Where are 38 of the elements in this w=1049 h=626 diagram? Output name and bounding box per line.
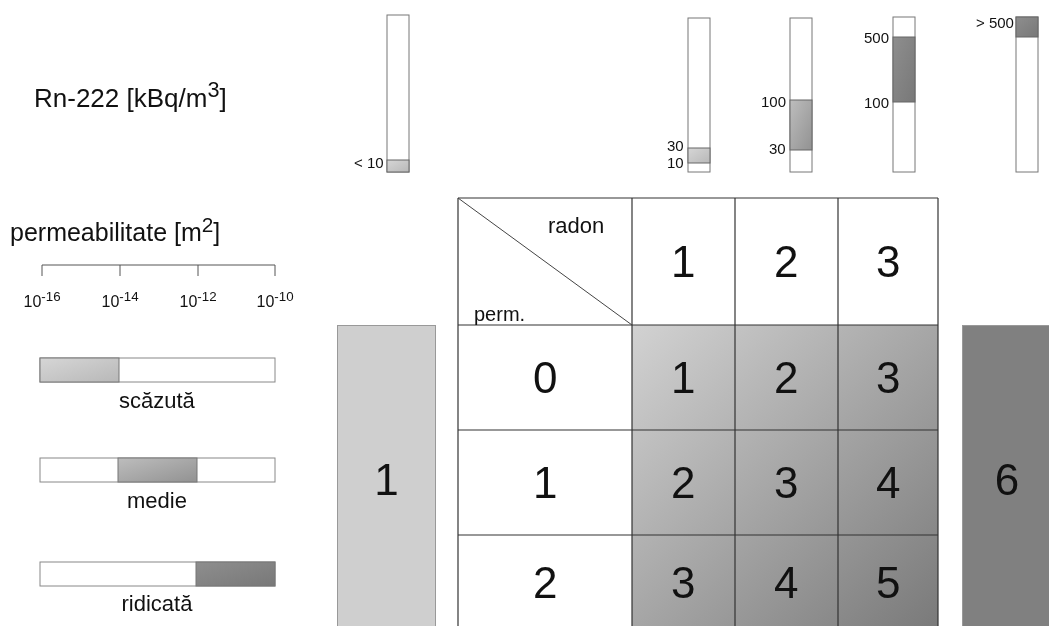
cell-value: 5 — [876, 561, 901, 605]
tick-label: 10$^{-16}$ — [23, 290, 61, 311]
range-value: < 10 — [354, 154, 384, 170]
range-value: 30 — [769, 140, 786, 156]
bar-number: 1 — [374, 455, 399, 505]
range-value: 30 — [667, 137, 684, 153]
cell-value: 4 — [876, 461, 901, 505]
range-label: ridicată — [121, 593, 193, 615]
range-value: 10 — [667, 154, 684, 170]
cell-value: 4 — [774, 561, 799, 605]
cell-value: 0 — [533, 356, 558, 400]
range-label: medie — [127, 490, 187, 512]
shaded-bar — [962, 325, 1049, 626]
header-label: perm. — [474, 304, 526, 324]
cell-value: 3 — [671, 561, 696, 605]
cell-value: 3 — [774, 461, 799, 505]
range-label: scăzută — [119, 390, 195, 412]
range-value: 100 — [864, 94, 890, 110]
cell-value: 2 — [774, 240, 799, 284]
cell-value: 3 — [876, 240, 901, 284]
title: Rn-222 [kBq/m$^{3}$] — [34, 79, 227, 111]
tick-label: 10$^{-12}$ — [179, 290, 217, 311]
bar-number: 6 — [994, 455, 1020, 505]
tick-label: 10$^{-14}$ — [101, 290, 139, 311]
header-label: radon — [548, 215, 605, 237]
cell-value: 2 — [533, 561, 558, 605]
range-value: 100 — [761, 93, 787, 109]
shaded-bar — [337, 325, 436, 626]
range-value: 500 — [864, 29, 890, 45]
axis-title: permeabilitate [m$^{2}$] — [10, 215, 221, 246]
cell-value: 1 — [671, 356, 696, 400]
range-value: > 500 — [976, 14, 1014, 30]
cell-value: 2 — [671, 461, 696, 505]
cell-value: 3 — [876, 356, 901, 400]
cell-value: 1 — [533, 461, 558, 505]
cell-value: 1 — [671, 240, 696, 284]
tick-label: 10$^{-10}$ — [256, 290, 294, 311]
cell-value: 2 — [774, 356, 799, 400]
